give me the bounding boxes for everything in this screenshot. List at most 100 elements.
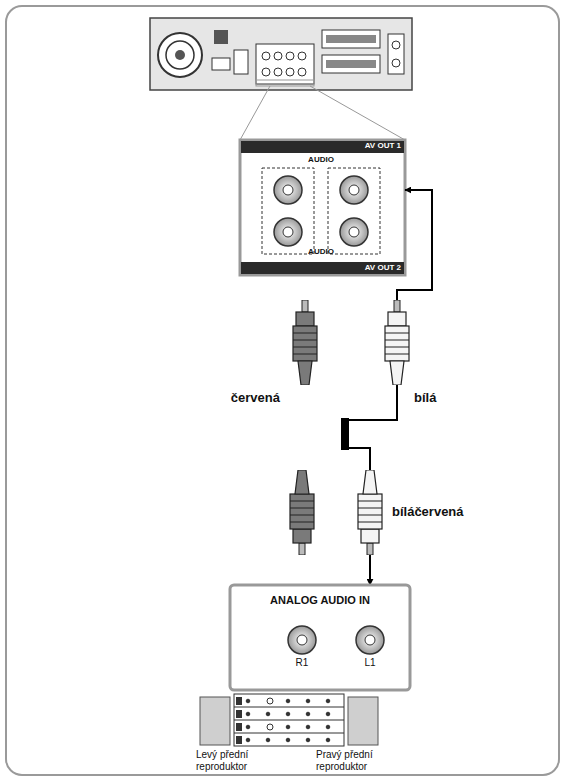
analog-input-inset: ANALOG AUDIO IN R1 L1: [230, 585, 410, 690]
red-plug: [293, 300, 317, 385]
control-dot: [306, 738, 310, 742]
av-jack: [286, 52, 294, 60]
left-speaker: [200, 697, 230, 745]
analog-in-inset: [230, 585, 410, 690]
white-plug: [358, 470, 382, 555]
recorder-rear-panel: [150, 18, 412, 90]
node-text: L1: [364, 657, 375, 669]
control-dot: [286, 712, 290, 716]
speaker-label: Pravý přední reproduktor: [316, 749, 406, 772]
stack-divider: [234, 733, 344, 734]
node-text: AV OUT 2: [365, 263, 401, 273]
control-dot: [246, 712, 250, 716]
rca-jack-hole: [349, 185, 359, 195]
control-dot: [326, 699, 330, 703]
rca-jack-hole: [297, 635, 307, 645]
av-jack: [298, 52, 306, 60]
wire-color-label: červená: [231, 391, 280, 406]
control-dot: [267, 724, 273, 730]
stack-divider: [234, 707, 344, 708]
scart-pins: [326, 35, 376, 43]
control-dot: [286, 725, 290, 729]
rca-jack: [356, 626, 384, 654]
control-dot: [267, 698, 273, 704]
scart-pins: [326, 60, 376, 68]
control-bar: [236, 736, 242, 744]
control-dot: [306, 712, 310, 716]
av-jack: [274, 68, 282, 76]
dashed-group: [262, 168, 314, 254]
control-dot: [246, 699, 250, 703]
white-plug: [385, 300, 409, 385]
control-dot: [326, 725, 330, 729]
stereo-system: [200, 694, 378, 746]
rca-jack-hole: [283, 227, 293, 237]
amplifier-stack: [234, 694, 344, 746]
white-wire: [345, 190, 432, 585]
rca-jack: [274, 176, 302, 204]
page-frame: [6, 6, 559, 775]
node-text: R1: [296, 657, 309, 669]
rca-jack-hole: [283, 185, 293, 195]
zoom-leader: [240, 86, 270, 140]
av-jack: [262, 68, 270, 76]
control-dot: [306, 725, 310, 729]
footer-band: [241, 262, 404, 274]
stack-divider: [234, 720, 344, 721]
device-body: [150, 18, 412, 90]
control-bar: [236, 697, 242, 705]
control-dot: [246, 725, 250, 729]
stack-controls: [236, 697, 330, 744]
fan-grille: [158, 33, 202, 77]
inset-ground: [240, 140, 405, 275]
rca-jack: [340, 218, 368, 246]
rca-jack-hole: [349, 227, 359, 237]
dashed-group: [328, 168, 380, 254]
lower-plugs: [290, 470, 382, 555]
av-out-inset: [240, 140, 405, 275]
control-bar: [236, 723, 242, 731]
speaker-label: Levý přední reproduktor: [196, 749, 286, 772]
terminal-block: [214, 30, 228, 44]
node-text: AUDIO: [308, 247, 334, 257]
control-dot: [266, 738, 270, 742]
node-text: ANALOG AUDIO IN: [270, 594, 370, 607]
rca-jack-hole: [365, 635, 375, 645]
av-jack: [274, 52, 282, 60]
rf-terminal: [388, 34, 404, 74]
control-dot: [326, 712, 330, 716]
control-dot: [306, 699, 310, 703]
header-band: [241, 141, 404, 153]
av-jack-area: [256, 44, 314, 84]
wire-color-label: bíláčervená: [392, 505, 464, 520]
zoom-highlight: [256, 80, 314, 86]
av-jack: [298, 68, 306, 76]
control-dot: [246, 738, 250, 742]
connector-panel-inset: AV OUT 1 AUDIO AUDIO AV OUT 2: [240, 140, 405, 275]
node-text: AUDIO: [308, 155, 334, 165]
wire-color-label: bílá: [414, 391, 436, 406]
terminal-block: [234, 50, 248, 74]
rf-jack: [392, 41, 400, 49]
av-jack: [286, 68, 294, 76]
red-plug: [290, 470, 314, 555]
control-dot: [266, 712, 270, 716]
av-jack: [262, 52, 270, 60]
rf-jack: [392, 59, 400, 67]
zoom-leader: [310, 86, 405, 140]
control-dot: [326, 738, 330, 742]
node-text: AV OUT 1: [365, 141, 401, 151]
right-speaker: [348, 697, 378, 745]
rca-jack: [274, 218, 302, 246]
cable-junction: [341, 418, 349, 450]
inset-ground: [230, 585, 410, 690]
control-bar: [236, 710, 242, 718]
control-dot: [286, 699, 290, 703]
terminal-block: [212, 58, 230, 70]
scart-socket: [322, 55, 380, 73]
rca-jack: [340, 176, 368, 204]
white-wire-end: [369, 560, 371, 585]
scart-socket: [322, 30, 380, 48]
control-dot: [286, 738, 290, 742]
